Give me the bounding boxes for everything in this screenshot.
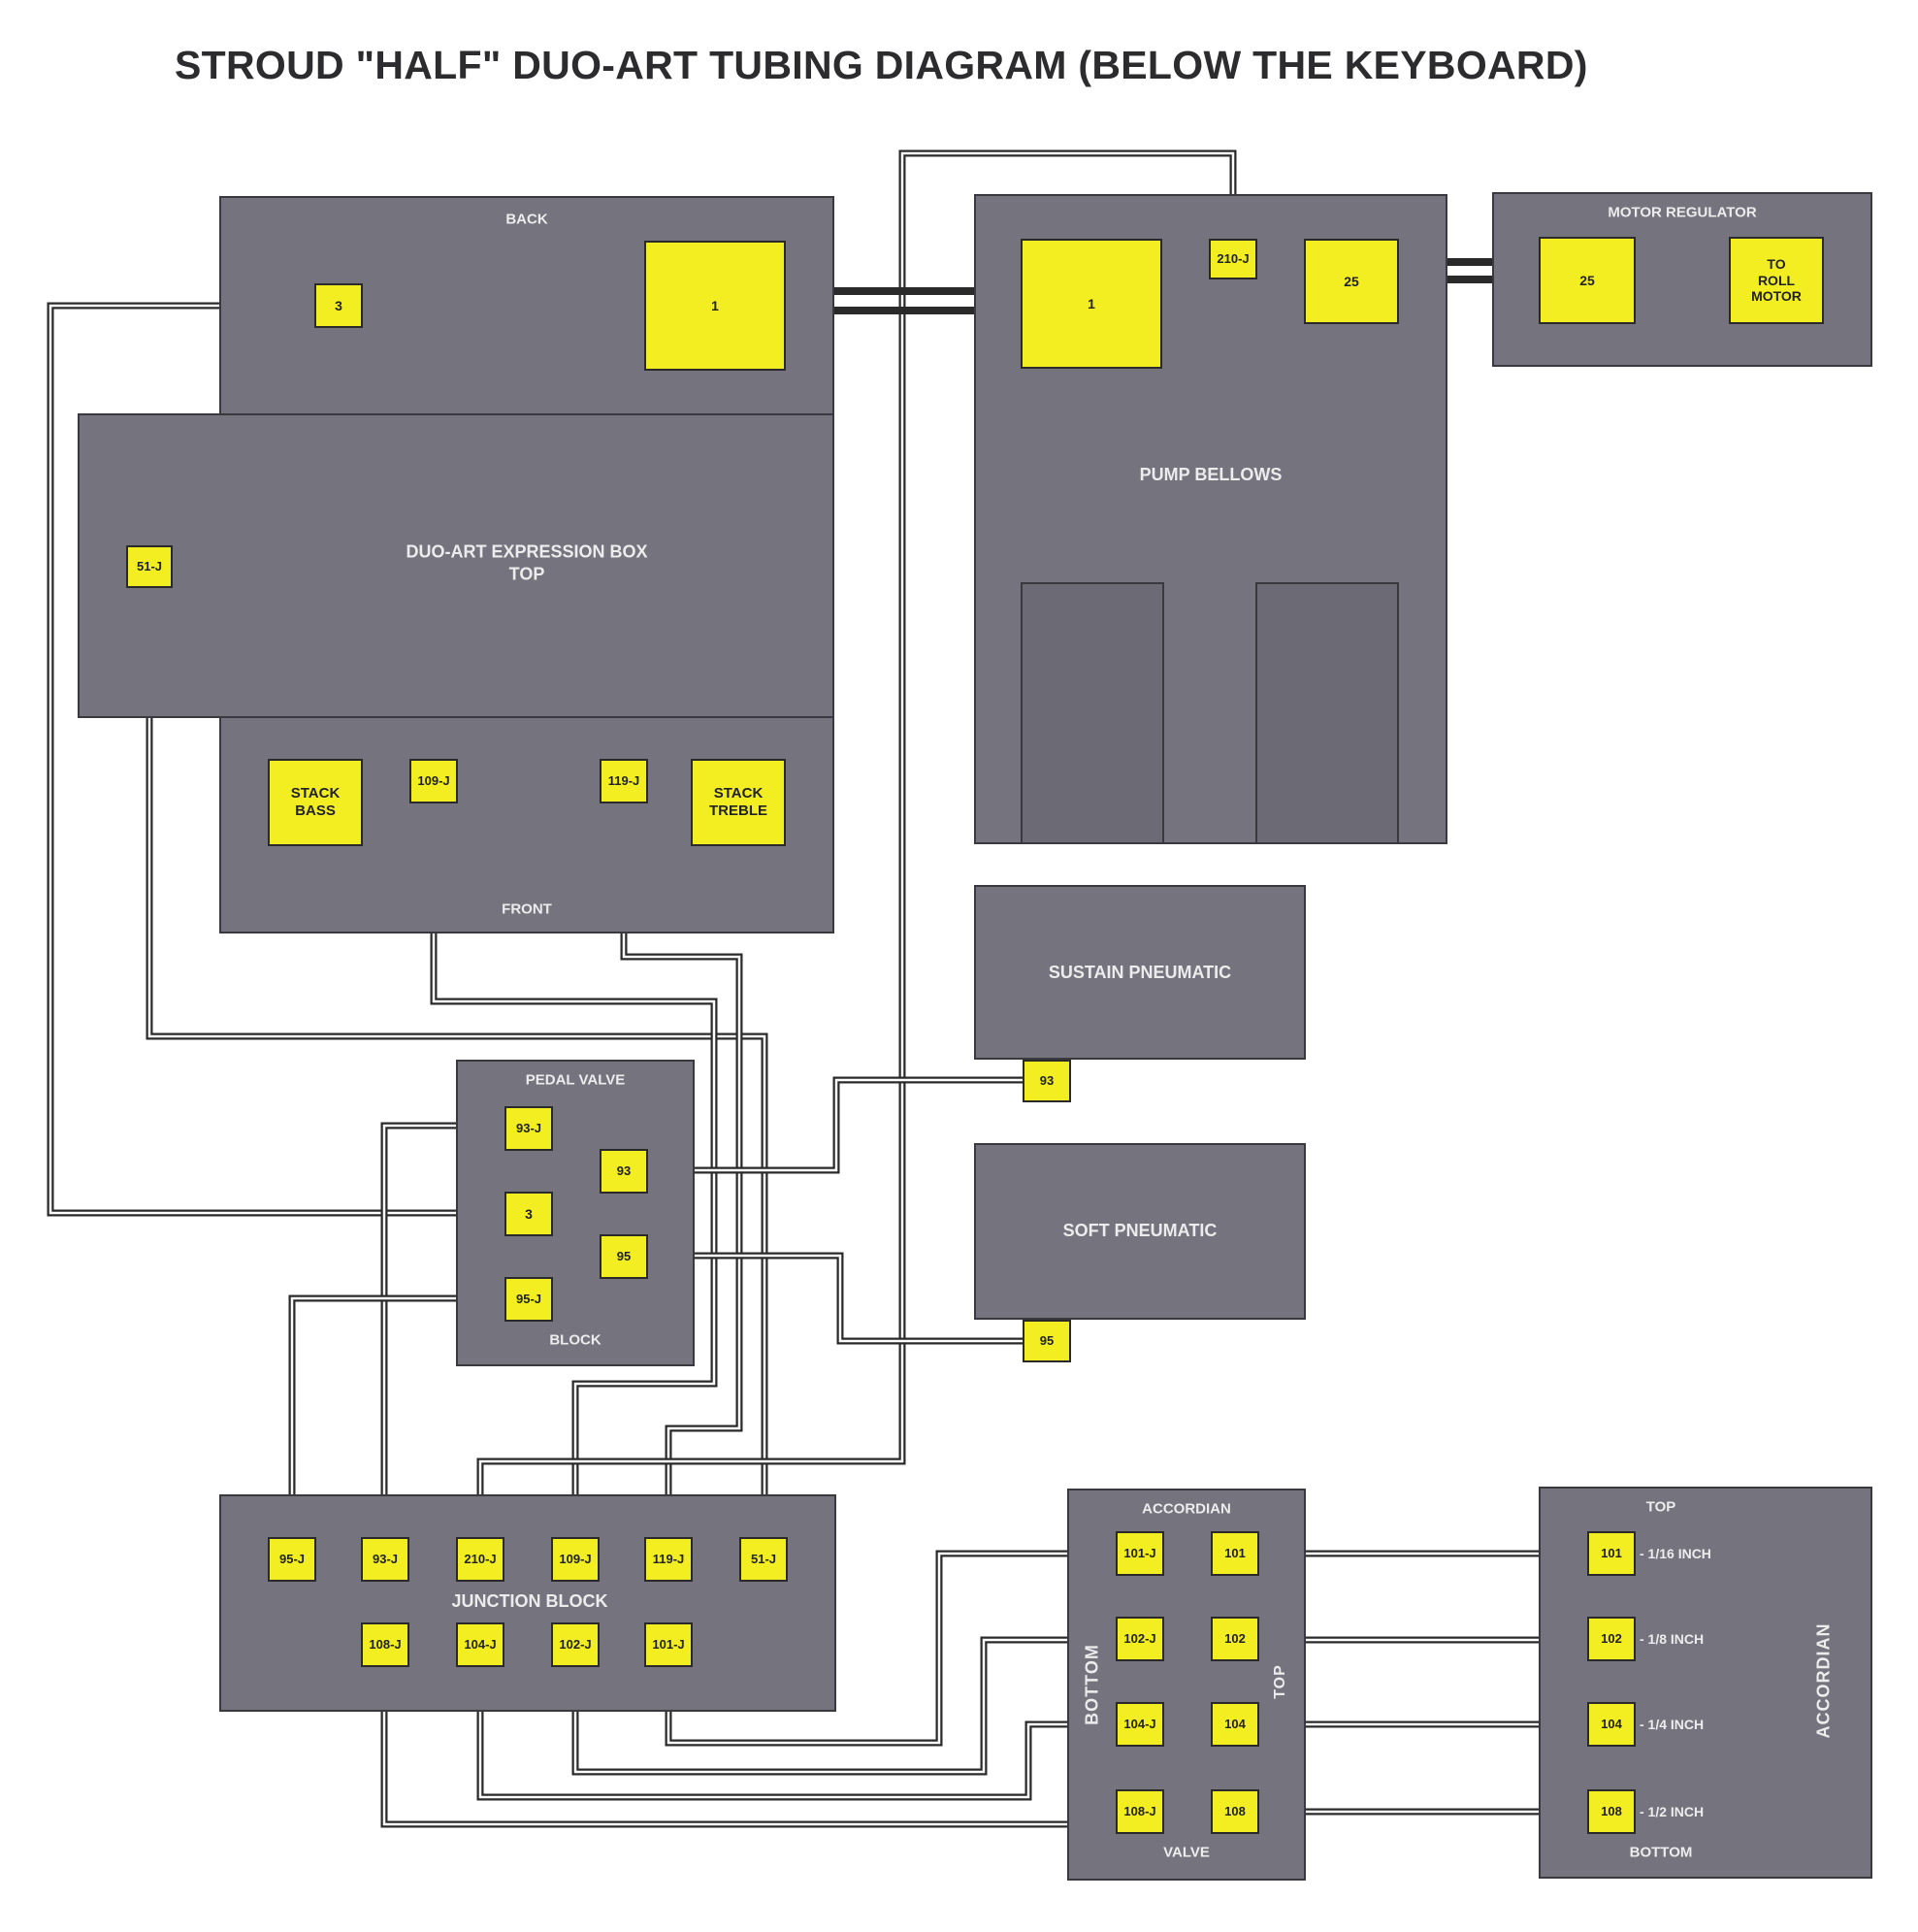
accordian-top-label: TOP: [1645, 1498, 1676, 1516]
expression-box-panel: [78, 413, 834, 718]
tube-95j-bore: [290, 1296, 504, 1537]
stack-front-label: FRONT: [502, 901, 552, 918]
junction-port-119j: 119-J: [644, 1537, 693, 1582]
pump-bellows-label: PUMP BELLOWS: [1139, 464, 1283, 484]
accordian-port-101: 101: [1587, 1531, 1636, 1576]
tube-102j-bore: [573, 1638, 1116, 1774]
stack-port-119j: 119-J: [600, 759, 648, 803]
tube-3-bore: [49, 304, 504, 1215]
pedal-port-93j: 93-J: [504, 1106, 553, 1151]
soft-pneumatic-label: SOFT PNEUMATIC: [1062, 1220, 1218, 1240]
accordian-size-1-8: - 1/8 INCH: [1640, 1631, 1705, 1647]
accordian-port-108: 108: [1587, 1789, 1636, 1834]
pump-port-210j: 210-J: [1209, 239, 1257, 279]
accordian-size-1-4: - 1/4 INCH: [1640, 1717, 1705, 1732]
junction-port-104j: 104-J: [456, 1622, 504, 1667]
junction-port-101j: 101-J: [644, 1622, 693, 1667]
sustain-port-93: 93: [1023, 1060, 1071, 1102]
junction-block-label: JUNCTION BLOCK: [451, 1590, 608, 1611]
accordian-bottom-label: BOTTOM: [1629, 1844, 1693, 1861]
tube-109j-bore: [432, 803, 716, 1537]
junction-port-51j: 51-J: [739, 1537, 788, 1582]
accordian-valve-port-108: 108: [1211, 1789, 1259, 1834]
accordian-side-label: ACCORDIAN: [1813, 1622, 1834, 1739]
tube-108j-bore: [382, 1667, 1116, 1826]
accordian-port-102: 102: [1587, 1617, 1636, 1661]
tube-51j-bore: [147, 588, 766, 1537]
motor-regulator-port-25: 25: [1539, 237, 1636, 324]
pump-right-chamber: [1255, 582, 1399, 844]
pedal-port-93: 93: [600, 1149, 648, 1194]
pedal-port-95j: 95-J: [504, 1277, 553, 1322]
stack-port-1: 1: [644, 241, 786, 371]
soft-port-95: 95: [1023, 1320, 1071, 1362]
expression-port-51j: 51-J: [126, 545, 173, 588]
pump-port-25: 25: [1304, 239, 1399, 324]
tube-93-bore: [648, 1078, 1023, 1172]
accordian-valve-port-102: 102: [1211, 1617, 1259, 1661]
junction-port-210j: 210-J: [456, 1537, 504, 1582]
accordian-port-104: 104: [1587, 1702, 1636, 1747]
junction-port-95j: 95-J: [268, 1537, 316, 1582]
accordian-valve-port-104j: 104-J: [1116, 1702, 1164, 1747]
tube-101j-bore: [666, 1552, 1116, 1745]
expression-box-label: DUO-ART EXPRESSION BOX TOP: [406, 541, 648, 584]
accordian-valve-port-101: 101: [1211, 1531, 1259, 1576]
accordian-valve-port-101j: 101-J: [1116, 1531, 1164, 1576]
tube-95-bore: [648, 1254, 1023, 1343]
junction-port-93j: 93-J: [361, 1537, 409, 1582]
accordian-size-1-2: - 1/2 INCH: [1640, 1804, 1705, 1819]
pedal-port-95: 95: [600, 1234, 648, 1279]
tube-95: [648, 1252, 1023, 1345]
stack-back-label: BACK: [505, 211, 548, 228]
accordian-size-1-16: - 1/16 INCH: [1640, 1546, 1711, 1561]
accordian-valve-top-label: ACCORDIAN: [1142, 1500, 1231, 1518]
sustain-pneumatic-label: SUSTAIN PNEUMATIC: [1048, 962, 1232, 982]
stack-port-3: 3: [314, 283, 363, 328]
tube-210j-bore: [478, 151, 1235, 1537]
pump-left-chamber: [1021, 582, 1164, 844]
stack-treble-port: STACK TREBLE: [691, 759, 786, 846]
pedal-block-label: BLOCK: [549, 1331, 601, 1349]
junction-port-102j: 102-J: [551, 1622, 600, 1667]
accordian-valve-port-108j: 108-J: [1116, 1789, 1164, 1834]
pedal-port-3: 3: [504, 1192, 553, 1236]
accordian-valve-bottom-label: VALVE: [1163, 1844, 1210, 1861]
accordian-valve-port-102j: 102-J: [1116, 1617, 1164, 1661]
accordian-valve-port-104: 104: [1211, 1702, 1259, 1747]
stack-bass-port: STACK BASS: [268, 759, 363, 846]
to-roll-motor-port: TO ROLL MOTOR: [1729, 237, 1824, 324]
diagram-title: STROUD "HALF" DUO-ART TUBING DIAGRAM (BE…: [175, 43, 1588, 87]
accordian-valve-panel: [1067, 1489, 1306, 1881]
junction-port-109j: 109-J: [551, 1537, 600, 1582]
junction-block-panel: [219, 1494, 836, 1712]
pedal-valve-block-panel: [456, 1060, 695, 1366]
motor-regulator-label: MOTOR REGULATOR: [1608, 204, 1757, 221]
sustain-pneumatic-panel: [974, 885, 1306, 1060]
junction-port-108j: 108-J: [361, 1622, 409, 1667]
soft-pneumatic-panel: [974, 1143, 1306, 1320]
stack-port-109j: 109-J: [409, 759, 458, 803]
accordian-valve-bottom-side-label: BOTTOM: [1082, 1644, 1102, 1725]
tube-104j-bore: [478, 1667, 1116, 1799]
pedal-valve-label: PEDAL VALVE: [525, 1071, 626, 1089]
accordian-valve-top-side-label: TOP: [1272, 1664, 1288, 1699]
pump-port-1: 1: [1021, 239, 1162, 369]
